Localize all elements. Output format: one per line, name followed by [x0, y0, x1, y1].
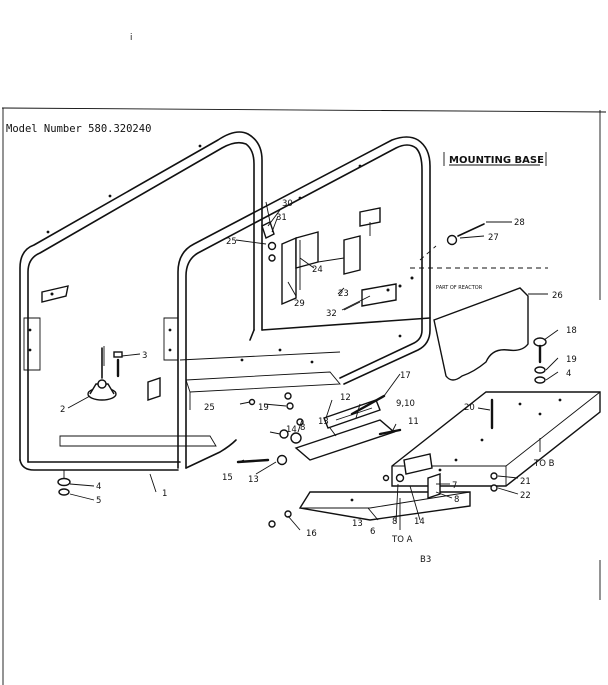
- callout-17: 17: [400, 371, 411, 381]
- callout-14a: 14: [286, 425, 297, 435]
- model-number-label: Model Number 580.320240: [6, 123, 151, 135]
- callout-19b: 19: [258, 403, 269, 413]
- callout-16: 16: [306, 529, 317, 539]
- callout-8c: 8: [300, 423, 305, 433]
- callout-19a: 19: [566, 355, 577, 365]
- base-hardware: [236, 337, 547, 530]
- callout-25a: 25: [226, 237, 237, 247]
- frame-rivets: [28, 144, 402, 364]
- callout-8b: 8: [392, 517, 397, 527]
- callout-25b: 25: [204, 403, 215, 413]
- callout-27: 27: [488, 233, 499, 243]
- callout-15: 15: [222, 473, 233, 483]
- callout-3: 3: [142, 351, 147, 361]
- bottom-left-hardware: [57, 470, 71, 496]
- callout-4b: 4: [566, 369, 571, 379]
- callout-6: 6: [370, 527, 375, 537]
- part-of-reactor-label: PART OF REACTOR: [436, 285, 483, 291]
- callout-b3: B3: [420, 555, 431, 565]
- callout-29: 29: [294, 299, 305, 309]
- callout-14b: 14: [414, 517, 425, 527]
- callout-labels: 1 2 3 4 5 6 7 8 8 8 9,10 11 12 13 13 13 …: [60, 199, 577, 565]
- callout-13b: 13: [248, 475, 259, 485]
- callout-2: 2: [60, 405, 65, 415]
- diagram-title-text: MOUNTING BASE: [449, 155, 544, 166]
- callout-21: 21: [520, 477, 531, 487]
- vibration-mount: [87, 346, 123, 401]
- callout-8: 8: [454, 495, 459, 505]
- tubular-frame: [19, 131, 431, 471]
- callout-1: 1: [162, 489, 167, 499]
- callout-23: 23: [338, 289, 349, 299]
- fasteners-upper: [261, 209, 281, 262]
- callout-13c: 13: [352, 519, 363, 529]
- callout-28: 28: [514, 218, 525, 228]
- callout-12: 12: [340, 393, 351, 403]
- callout-22: 22: [520, 491, 531, 501]
- callout-32: 32: [326, 309, 337, 319]
- callout-20: 20: [464, 403, 475, 413]
- callout-13a: 13: [318, 417, 329, 427]
- diagram-title: MOUNTING BASE: [443, 152, 547, 166]
- callout-31: 31: [276, 213, 287, 223]
- callout-to-b: TO B: [533, 459, 555, 469]
- page-frame: [1, 107, 607, 685]
- callout-30: 30: [282, 199, 293, 209]
- reactor-panel: PART OF REACTOR: [410, 223, 548, 381]
- callout-11: 11: [408, 417, 419, 427]
- leader-lines: [67, 201, 559, 531]
- callout-9-10: 9,10: [396, 399, 415, 409]
- mounting-base-rails: [294, 391, 601, 521]
- callout-to-a: TO A: [391, 535, 413, 545]
- callout-4: 4: [96, 482, 101, 492]
- callout-5: 5: [96, 496, 101, 506]
- callout-18: 18: [566, 326, 577, 336]
- stray-mark: i: [130, 33, 132, 43]
- callout-26: 26: [552, 291, 563, 301]
- callout-7: 7: [452, 481, 457, 491]
- callout-24: 24: [312, 265, 323, 275]
